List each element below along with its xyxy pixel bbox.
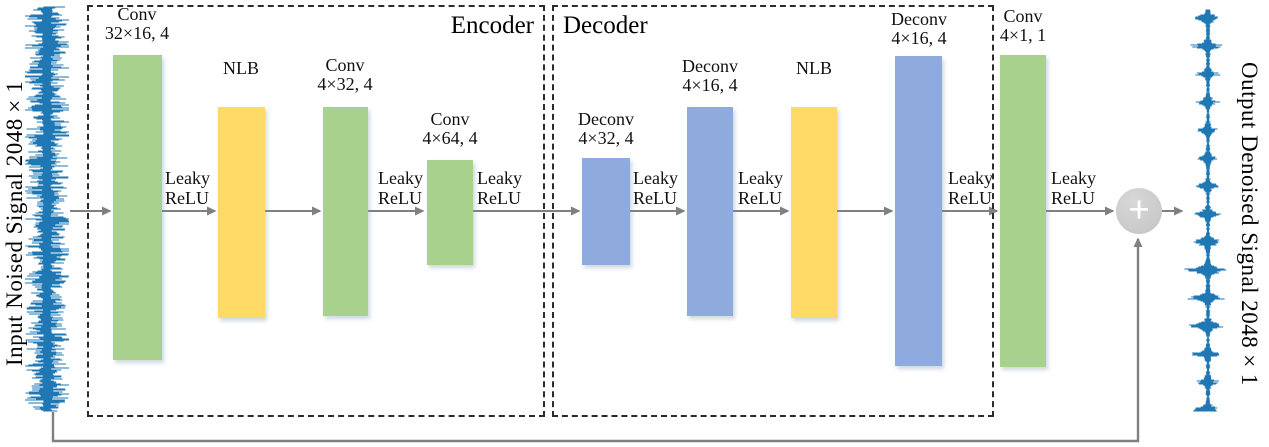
output-signal-label: Output Denoised Signal 2048×1: [1237, 61, 1262, 386]
plus-icon: +: [1128, 189, 1150, 230]
encoder-title: Encoder: [450, 12, 534, 39]
layer-block-nlb-encoder: [218, 107, 265, 318]
sum-node: +: [1116, 188, 1162, 234]
layer-block-conv-32x16: [113, 55, 162, 360]
layer-block-nlb-decoder: [791, 107, 837, 318]
layer-block-conv-4x64: [427, 160, 473, 265]
encoder-box: [87, 5, 545, 417]
layer-block-deconv-4x32: [582, 158, 630, 265]
layer-block-deconv-4x16a: [687, 107, 733, 316]
input-waveform: [25, 6, 69, 412]
decoder-title: Decoder: [563, 12, 648, 39]
input-signal-label: Input Noised Signal 2048×1: [2, 80, 27, 367]
skip-connection-line: [51, 237, 1143, 443]
layer-block-conv-4x1: [1000, 55, 1046, 367]
decoder-box: [552, 5, 994, 417]
layer-block-deconv-4x16b: [895, 56, 942, 366]
layer-block-conv-4x32: [323, 107, 368, 316]
output-waveform: [1184, 9, 1227, 412]
layer-label-nlb-decoder: NLB: [796, 58, 832, 78]
layer-label-nlb-encoder: NLB: [223, 58, 259, 78]
